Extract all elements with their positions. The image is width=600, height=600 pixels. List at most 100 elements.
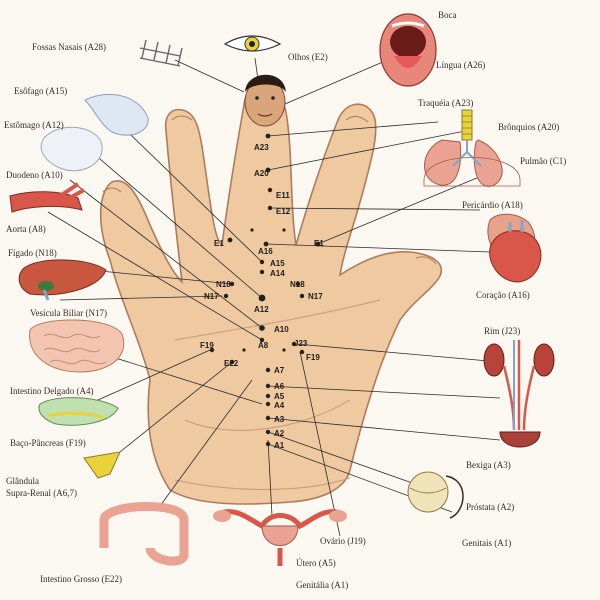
point-label-A2: A2 <box>274 429 285 438</box>
point-dot-A20 <box>265 167 271 173</box>
point-dot-J23 <box>291 341 297 347</box>
point-dot-A4 <box>265 401 271 407</box>
lead-trachea <box>267 121 439 137</box>
esophagus-icon <box>84 93 149 136</box>
genitals-icon <box>445 475 464 519</box>
lead-ovary <box>299 351 341 537</box>
point-dot-A10 <box>259 325 265 331</box>
organ-label-glandula: Glândula <box>6 476 39 486</box>
organ-label-fossas-nasais: Fossas Nasais (A28) <box>32 42 106 52</box>
acupoint-labels: A23 A20 E11 E12 E1 A16 E1 A15 A14 N18 N1… <box>200 143 324 450</box>
point-dot-A12 <box>258 294 266 302</box>
point-dot-minor <box>282 348 286 352</box>
face-eye-left <box>255 96 259 100</box>
point-label-J23: J23 <box>294 339 308 348</box>
point-dot-A3 <box>265 415 271 421</box>
organ-label-estomago: Estômago (A12) <box>4 120 64 130</box>
trachea-icon <box>461 109 473 141</box>
organ-label-prostata: Próstata (A2) <box>466 502 514 512</box>
lead-small-intestine <box>89 349 263 405</box>
spleen-icon <box>38 397 119 426</box>
point-dot-F19-right <box>299 349 305 355</box>
point-dot-N17-left <box>223 293 229 299</box>
organ-label-genitalia: Genitália (A1) <box>296 580 348 590</box>
organ-label-intestino-grosso: Intestino Grosso (E22) <box>40 574 122 584</box>
organ-label-utero: Útero (A5) <box>296 558 336 568</box>
lead-tongue <box>284 57 393 105</box>
point-label-A3: A3 <box>274 415 285 424</box>
lead-bronchi <box>267 129 471 171</box>
organ-label-baco: Baço-Pâncreas (F19) <box>10 438 86 448</box>
point-dot-A6 <box>265 383 271 389</box>
point-dot-E1-left <box>227 237 233 243</box>
point-label-A4: A4 <box>274 401 285 410</box>
point-dot-A2 <box>265 429 271 435</box>
point-label-A6: A6 <box>274 382 285 391</box>
prostate-icon <box>407 471 449 513</box>
lead-adrenal-kidney <box>267 385 501 399</box>
large-intestine-icon <box>99 501 189 566</box>
point-dot-minor <box>250 228 254 232</box>
lead-nose <box>174 59 245 93</box>
uterus-icon <box>213 509 347 566</box>
lead-large-intestine <box>159 379 253 507</box>
organ-label-lingua: Língua (A26) <box>436 60 485 70</box>
point-label-E11: E11 <box>276 191 290 200</box>
point-dot-N17-right <box>299 293 305 299</box>
duodenum-icon <box>9 182 85 213</box>
organ-label-esofago: Esôfago (A15) <box>14 86 67 96</box>
point-label-E1-left: E1 <box>214 239 224 248</box>
kidney-icon <box>483 340 555 431</box>
organ-label-vesicula: Vesícula Biliar (N17) <box>30 308 107 318</box>
point-label-A5: A5 <box>274 392 285 401</box>
point-dot-E12 <box>267 205 273 211</box>
lead-stomach <box>71 134 263 299</box>
point-dot-F19-left <box>209 347 215 353</box>
lead-heart <box>265 243 491 253</box>
ring-nail <box>345 116 369 123</box>
heart-icon <box>489 220 542 283</box>
point-dot-A16 <box>263 241 269 247</box>
adrenal-icon <box>83 451 121 479</box>
point-label-A1: A1 <box>274 441 285 450</box>
organ-label-genitais: Genitais (A1) <box>462 538 511 548</box>
face-illustration <box>244 74 286 127</box>
organ-label-pericardio: Pericárdio (A18) <box>462 200 523 210</box>
acupoints <box>209 133 321 447</box>
hand-outline <box>99 84 443 505</box>
bronchi-icon <box>424 139 503 187</box>
hand <box>99 84 443 505</box>
point-label-N17-right: N17 <box>308 292 323 301</box>
mouth-icon <box>379 13 437 87</box>
lead-adrenal <box>109 361 233 461</box>
point-label-A10: A10 <box>274 325 289 334</box>
point-dot-A7 <box>265 367 271 373</box>
palm-crease <box>174 299 381 341</box>
point-dot-E11 <box>267 187 273 193</box>
lead-pericardium <box>269 207 481 211</box>
nose-icon <box>139 39 183 67</box>
point-dot-A1 <box>265 441 271 447</box>
organ-label-pulmao: Pulmão (C1) <box>520 156 566 166</box>
organ-label-rim: Rim (J23) <box>484 326 520 336</box>
lead-lung <box>317 169 497 245</box>
organ-label-bronquios: Brônquios (A20) <box>498 122 559 132</box>
organ-labels: Fossas Nasais (A28) Olhos (E2) Boca Líng… <box>4 10 566 590</box>
wrist-line <box>174 477 351 490</box>
organ-label-figado: Fígado (N18) <box>8 248 57 258</box>
point-label-E1-right: E1 <box>314 239 324 248</box>
palm-crease <box>184 399 351 431</box>
liver-icon <box>18 259 107 301</box>
organ-label-duodeno: Duodeno (A10) <box>6 170 63 180</box>
point-label-E22: E22 <box>224 359 239 368</box>
bladder-icon <box>499 431 541 448</box>
eye-icon <box>223 35 282 52</box>
point-label-N18-right: N18 <box>290 280 305 289</box>
lead-kidney <box>295 343 501 363</box>
lead-spleen <box>79 349 211 409</box>
organ-label-aorta: Aorta (A8) <box>6 224 46 234</box>
point-label-A7: A7 <box>274 366 285 375</box>
point-dot-A8 <box>259 337 265 343</box>
index-nail <box>171 115 193 121</box>
